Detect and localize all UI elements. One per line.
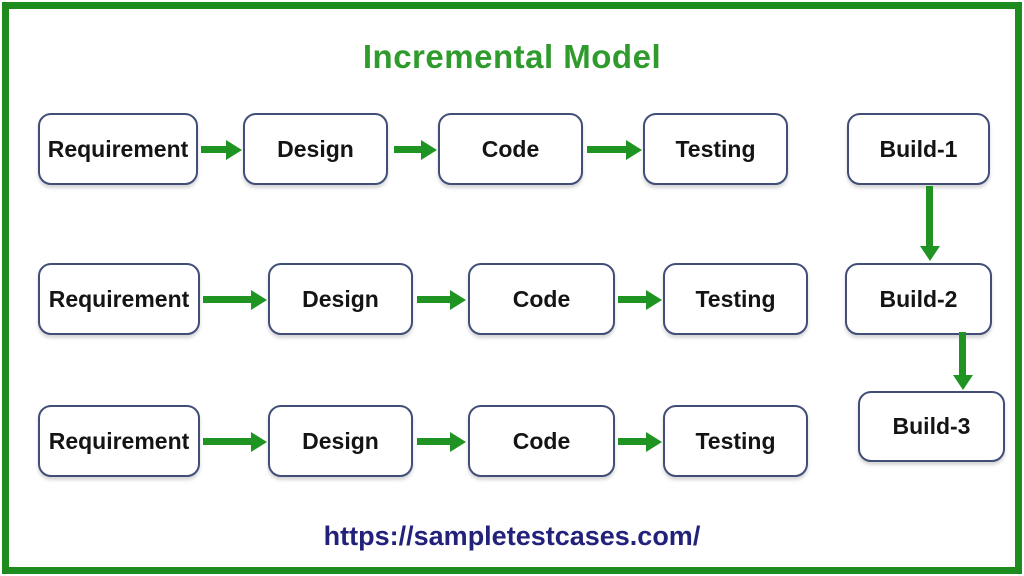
step-box-design-row3: Design — [268, 405, 413, 477]
diagram-title: Incremental Model — [362, 38, 662, 75]
build-box-2: Build-2 — [845, 263, 992, 335]
step-box-testing-row3: Testing — [663, 405, 808, 477]
arrow-right-icon — [618, 431, 662, 452]
step-box-code-row1: Code — [438, 113, 583, 185]
arrow-down-icon — [919, 186, 940, 261]
arrow-right-icon — [417, 289, 466, 310]
step-box-code-row3: Code — [468, 405, 615, 477]
step-box-testing-row1: Testing — [643, 113, 788, 185]
step-box-design-row2: Design — [268, 263, 413, 335]
step-box-testing-row2: Testing — [663, 263, 808, 335]
step-box-code-row2: Code — [468, 263, 615, 335]
arrow-right-icon — [201, 139, 242, 160]
arrow-right-icon — [203, 289, 267, 310]
arrow-right-icon — [417, 431, 466, 452]
arrow-right-icon — [394, 139, 437, 160]
arrow-right-icon — [203, 431, 267, 452]
arrow-right-icon — [618, 289, 662, 310]
build-box-3: Build-3 — [858, 391, 1005, 462]
arrow-right-icon — [587, 139, 642, 160]
footer-url: https://sampletestcases.com/ — [323, 521, 701, 551]
build-box-1: Build-1 — [847, 113, 990, 185]
arrow-down-icon — [952, 332, 973, 390]
step-box-requirement-row2: Requirement — [38, 263, 200, 335]
step-box-requirement-row1: Requirement — [38, 113, 198, 185]
step-box-design-row1: Design — [243, 113, 388, 185]
step-box-requirement-row3: Requirement — [38, 405, 200, 477]
